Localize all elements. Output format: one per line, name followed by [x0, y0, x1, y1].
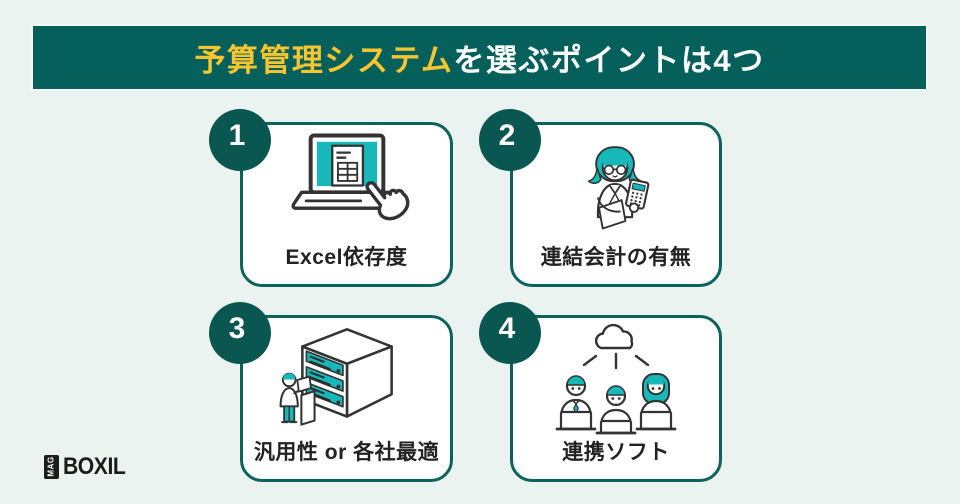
boxil-mag-badge: MAG	[44, 454, 59, 479]
card3-number: 3	[228, 312, 246, 345]
card3-label: 汎用性 or 各社最適	[253, 441, 440, 464]
laptop-spreadsheet-svg	[290, 133, 409, 220]
card4-label: 連携ソフト	[562, 441, 670, 464]
title-rest-text: を選ぶポイントは4つ	[453, 43, 765, 78]
cloud-connected-team-svg	[555, 323, 677, 435]
card-consolidated-accounting: 2	[479, 109, 722, 287]
boxil-mag-badge-text: MAG	[47, 456, 57, 477]
card2-label: 連結会計の有無	[540, 246, 692, 269]
server-cabinet-person-icon	[243, 318, 450, 436]
card-integration-software: 4	[479, 302, 722, 482]
boxil-logo: MAG BOXIL	[44, 452, 134, 480]
card4-number-badge: 4	[479, 302, 541, 364]
card-versatility: 3	[209, 302, 453, 482]
title-highlight-text: 予算管理システム	[194, 43, 454, 78]
accountant-calculator-icon	[513, 125, 719, 241]
card1-number: 1	[228, 119, 246, 152]
server-cabinet-person-svg	[279, 328, 393, 426]
card1-number-badge: 1	[209, 109, 271, 171]
page-title: 予算管理システムを選ぶポイントは4つ	[194, 35, 764, 80]
card2-number-badge: 2	[479, 109, 541, 171]
card-excel-dependency: 1 Exc	[209, 109, 453, 287]
laptop-spreadsheet-icon	[243, 125, 450, 241]
card1-label: Excel依存度	[285, 246, 408, 269]
card3-number-badge: 3	[209, 302, 271, 364]
card2-number: 2	[498, 119, 516, 152]
cloud-connected-team-icon	[513, 318, 719, 436]
card4-number: 4	[498, 312, 516, 345]
boxil-logo-text: BOXIL	[63, 452, 126, 480]
header-banner: 予算管理システムを選ぶポイントは4つ	[31, 24, 928, 91]
accountant-calculator-svg	[587, 146, 650, 230]
